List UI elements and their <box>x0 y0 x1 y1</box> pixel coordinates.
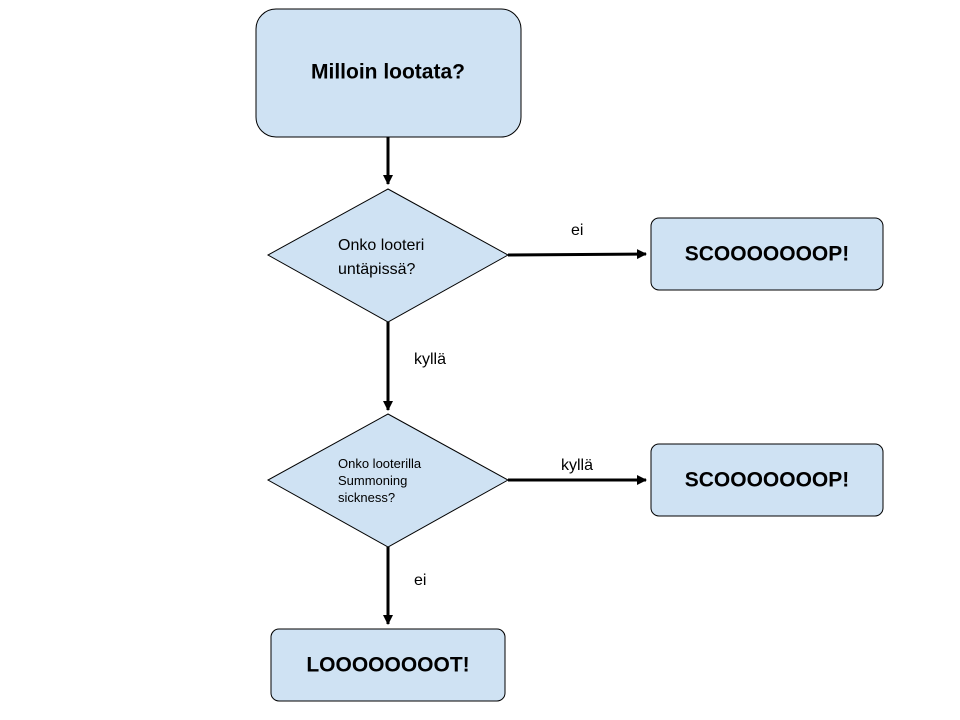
decision-untapped-line-2: untäpissä? <box>338 261 415 278</box>
decision-sickness-line-1: Onko looterilla <box>338 456 422 471</box>
edge-label-question2-yes: kyllä <box>561 457 593 474</box>
edge-label-question1-no: ei <box>571 222 583 239</box>
edge-label-question1-yes: kyllä <box>414 351 446 368</box>
start-node-label: Milloin lootata? <box>311 61 465 84</box>
decision-node-summoning-sickness-label: Onko looterilla Summoning sickness? <box>338 456 425 505</box>
decision-sickness-line-2: Summoning <box>338 473 407 488</box>
start-node: Milloin lootata? <box>255 8 522 138</box>
scoop-node-1: SCOOOOOOOP! <box>650 217 884 291</box>
loot-node-label: LOOOOOOOOT! <box>306 654 469 677</box>
scoop-node-1-label: SCOOOOOOOP! <box>685 243 850 266</box>
decision-node-untapped-label: Onko looteri untäpissä? <box>338 237 429 278</box>
connector-question1-no <box>507 249 647 260</box>
edge-label-question2-no: ei <box>414 572 426 589</box>
scoop-node-2: SCOOOOOOOP! <box>650 443 884 517</box>
decision-sickness-line-3: sickness? <box>338 490 395 505</box>
decision-node-untapped: Onko looteri untäpissä? <box>266 188 510 323</box>
scoop-node-2-label: SCOOOOOOOP! <box>685 469 850 492</box>
decision-untapped-line-1: Onko looteri <box>338 237 424 254</box>
loot-node: LOOOOOOOOT! <box>270 628 506 702</box>
decision-node-summoning-sickness: Onko looterilla Summoning sickness? <box>266 413 510 548</box>
